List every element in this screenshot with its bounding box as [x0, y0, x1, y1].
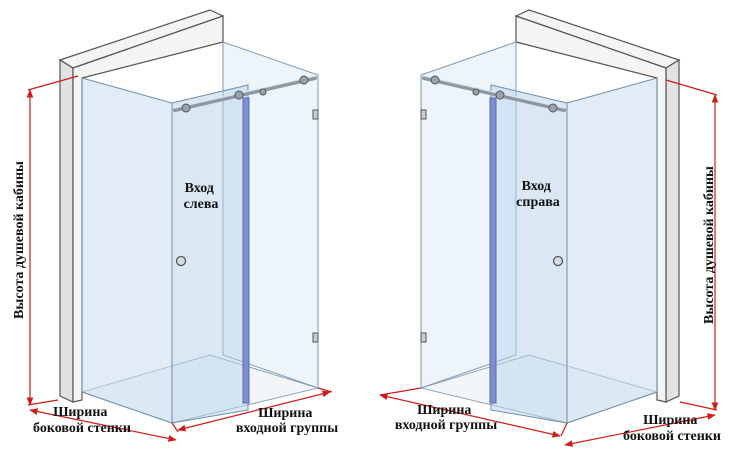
right-side-width-line1: Ширина: [643, 413, 697, 428]
right-cabin: Вход справа: [419, 9, 681, 424]
left-sliding-door: [171, 84, 249, 424]
left-entrance-label: Вход слева: [184, 181, 219, 212]
left-rail-mount: [181, 103, 191, 113]
left-side-width-dim: [29, 408, 177, 442]
right-entrance-label: Вход справа: [516, 179, 560, 210]
right-entry-width-label: Ширина входной группы: [395, 403, 497, 433]
left-entrance-line2: слева: [184, 197, 219, 212]
left-door-handle: [175, 255, 187, 267]
right-top-rail: [422, 75, 566, 112]
left-side-panel: [81, 77, 173, 424]
left-clamp-top: [312, 109, 319, 120]
left-top-rail: [173, 75, 317, 112]
left-entry-width-label: Ширина входной группы: [236, 406, 338, 436]
left-roller-1: [234, 90, 244, 100]
right-side-panel: [566, 77, 658, 424]
left-entry-width-dim: [177, 390, 331, 432]
right-roller-2: [430, 75, 440, 85]
right-entrance-line1: Вход: [522, 179, 551, 194]
right-entry-width-line1: Ширина: [417, 403, 471, 418]
right-side-width-dim: [564, 413, 716, 447]
right-side-width-label: Ширина боковой стенки: [623, 413, 721, 444]
left-roller-2: [299, 75, 309, 85]
right-roller-1: [495, 90, 505, 100]
right-dimensions: [379, 79, 719, 447]
left-entry-width-line2: входной группы: [236, 421, 338, 436]
left-height-label: Высота душевой кабины: [12, 161, 27, 319]
left-entry-width-line1: Ширина: [258, 406, 312, 421]
right-rail-stop: [472, 88, 480, 96]
right-height-label: Высота душевой кабины: [702, 166, 717, 324]
left-side-width-line1: Ширина: [53, 405, 107, 420]
left-entrance-line1: Вход: [185, 181, 214, 196]
right-rail-mount: [548, 103, 558, 113]
left-dimensions: [26, 75, 333, 442]
right-entrance-line2: справа: [516, 195, 560, 210]
left-side-width-line2: боковой стенки: [33, 421, 131, 436]
right-clamp-top: [420, 109, 427, 120]
right-entry-width-dim: [379, 393, 561, 438]
left-cabin: Вход слева: [58, 9, 320, 424]
right-seal-post: [489, 97, 497, 404]
right-door-handle: [552, 255, 564, 267]
right-side-width-line2: боковой стенки: [623, 429, 721, 444]
left-rail-stop: [259, 88, 267, 96]
right-clamp-bottom: [420, 332, 427, 343]
left-seal-post: [242, 97, 250, 404]
left-side-width-label: Ширина боковой стенки: [33, 405, 131, 436]
right-entry-width-line2: входной группы: [395, 418, 497, 433]
right-sliding-door: [490, 84, 568, 424]
left-clamp-bottom: [312, 332, 319, 343]
